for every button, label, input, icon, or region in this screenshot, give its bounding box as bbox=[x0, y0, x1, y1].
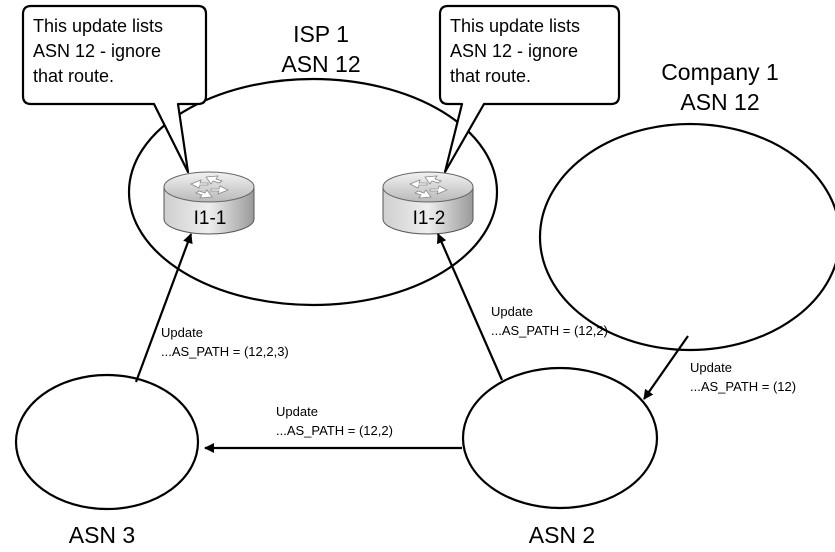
update-label-asn2-to-i1-2-title: Update bbox=[491, 304, 533, 319]
callout-left-line2: ASN 12 - ignore bbox=[33, 41, 161, 61]
update-arrow-company1-to-asn2 bbox=[643, 335, 689, 400]
update-label-company1-to-asn2-path: ...AS_PATH = (12) bbox=[690, 379, 796, 394]
asn3-ellipse bbox=[14, 373, 200, 511]
isp1-name-label: ISP 1 bbox=[293, 21, 349, 47]
callout-left-line3: that route. bbox=[33, 66, 114, 86]
asn3-label: ASN 3 bbox=[69, 522, 135, 548]
update-label-asn3-to-i1-1-title: Update bbox=[161, 325, 203, 340]
company1-as-ellipse bbox=[538, 122, 835, 352]
router-i1-1-label: I1-1 bbox=[194, 208, 227, 229]
company1-name-label: Company 1 bbox=[661, 59, 779, 85]
router-i1-1: I1-1 bbox=[163, 171, 255, 235]
router-i1-2-label: I1-2 bbox=[413, 208, 446, 229]
update-arrow-asn2-to-i1-2 bbox=[436, 233, 504, 381]
update-label-company1-to-asn2-title: Update bbox=[690, 360, 732, 375]
update-label-asn3-to-i1-1-path: ...AS_PATH = (12,2,3) bbox=[161, 344, 289, 359]
callout-right-line1: This update lists bbox=[450, 16, 580, 36]
update-label-asn2-to-asn3-title: Update bbox=[276, 404, 318, 419]
company1-asn-label: ASN 12 bbox=[680, 89, 759, 115]
isp1-asn-label: ASN 12 bbox=[281, 51, 360, 77]
callout-left-line1: This update lists bbox=[33, 16, 163, 36]
isp1-as-ellipse bbox=[127, 77, 499, 307]
router-icon bbox=[163, 171, 255, 235]
asn2-label: ASN 2 bbox=[529, 522, 595, 548]
callout-right-line2: ASN 12 - ignore bbox=[450, 41, 578, 61]
callout-right-line3: that route. bbox=[450, 66, 531, 86]
router-i1-2: I1-2 bbox=[382, 171, 474, 235]
router-icon bbox=[382, 171, 474, 235]
update-label-asn2-to-i1-2-path: ...AS_PATH = (12,2) bbox=[491, 323, 608, 338]
update-label-asn2-to-asn3-path: ...AS_PATH = (12,2) bbox=[276, 423, 393, 438]
callout-left: This update lists ASN 12 - ignore that r… bbox=[21, 4, 208, 174]
asn2-ellipse bbox=[461, 366, 659, 510]
update-arrow-asn3-to-i1-1 bbox=[134, 233, 193, 383]
callout-right: This update lists ASN 12 - ignore that r… bbox=[438, 4, 621, 174]
